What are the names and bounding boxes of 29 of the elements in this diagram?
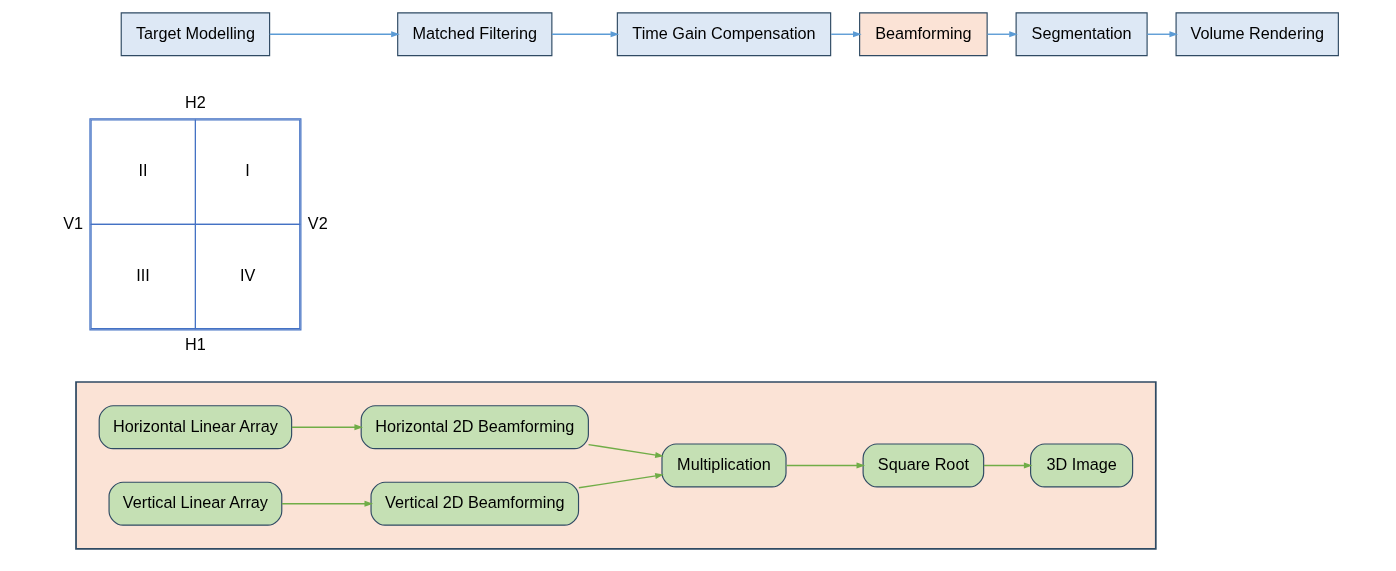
node-box: Volume Rendering <box>1175 12 1339 57</box>
arrow <box>268 31 400 38</box>
arrow <box>577 472 664 489</box>
arrow <box>785 462 865 469</box>
arrow <box>830 31 862 38</box>
arrow <box>550 31 619 38</box>
node-box: Square Root <box>862 443 984 488</box>
arrow <box>986 31 1018 38</box>
arrow <box>587 443 664 458</box>
node-box: Vertical 2D Beamforming <box>369 481 579 526</box>
node-box: Segmentation <box>1015 12 1148 57</box>
node-label: H2 <box>184 92 206 111</box>
node-box: Beamforming <box>858 12 988 57</box>
node-box: Target Modelling <box>120 12 270 57</box>
arrow <box>290 424 363 431</box>
arrow <box>982 462 1032 469</box>
node-box: Matched Filtering <box>396 12 552 57</box>
node-box: Multiplication <box>660 443 787 488</box>
arrow <box>1146 31 1178 38</box>
node-label: V1 <box>62 213 83 232</box>
node-box: Horizontal 2D Beamforming <box>360 405 589 450</box>
cluster <box>74 381 1157 550</box>
node-label: V2 <box>307 213 328 232</box>
node-label: H1 <box>184 334 206 353</box>
node-box: Horizontal Linear Array <box>98 405 292 450</box>
node-box: 3D Image <box>1029 443 1133 488</box>
arrow <box>280 500 373 507</box>
node-box: Vertical Linear Array <box>108 481 282 526</box>
node-box: Time Gain Compensation <box>616 12 831 57</box>
